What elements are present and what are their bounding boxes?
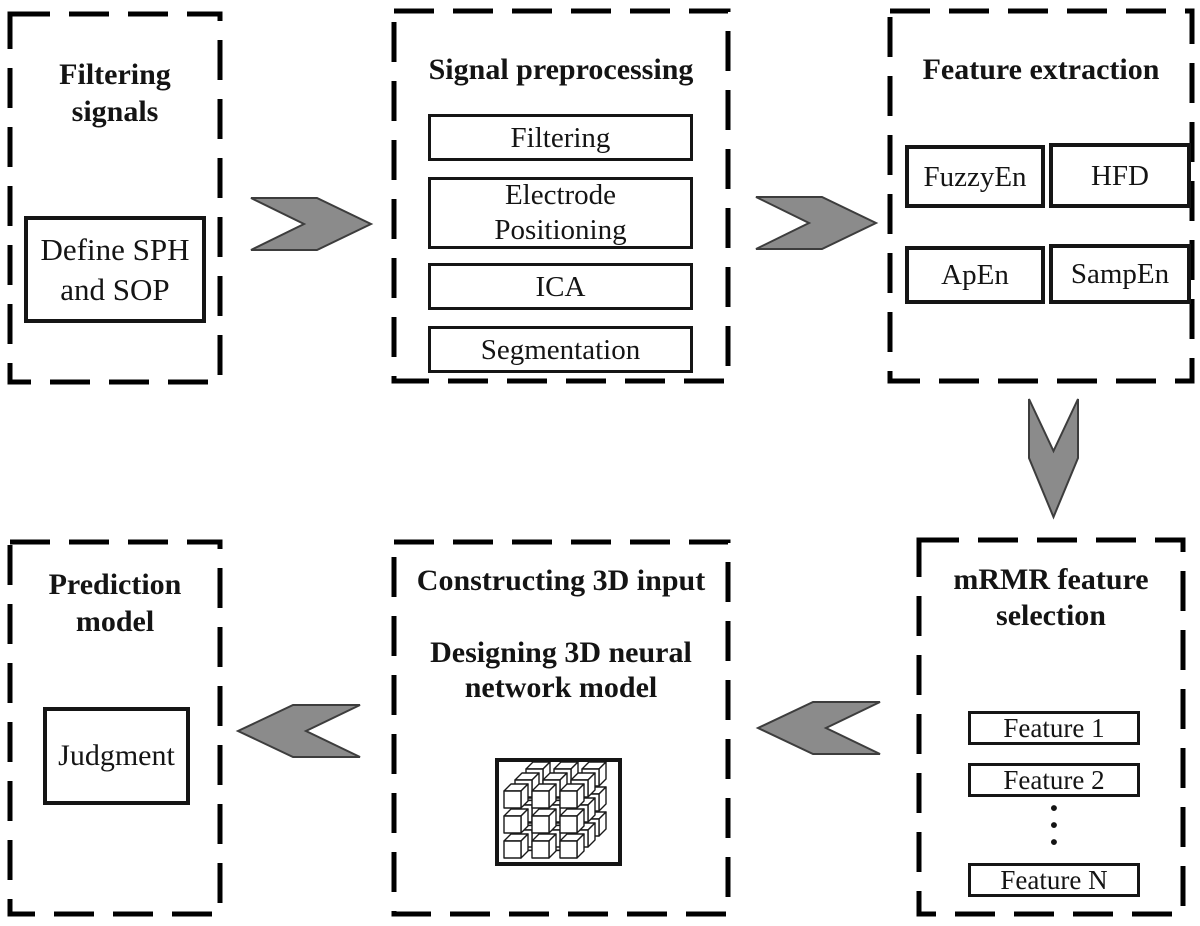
filtering-signals-title: Filtering signals [59, 58, 171, 128]
designing-3d-network-subtitle: Designing 3D neural network model [430, 636, 692, 704]
step-filtering-label: Filtering [510, 121, 611, 154]
panel-filtering-signals-border [7, 11, 223, 385]
flow-arrow-down-icon [1028, 398, 1079, 520]
feature-apen-label: ApEn [941, 259, 1009, 291]
feature-n-label: Feature N [1000, 865, 1108, 895]
flow-arrow-right-2-icon [755, 196, 879, 250]
feature-extraction-title: Feature extraction [922, 53, 1160, 86]
feature-2-label: Feature 2 [1003, 765, 1105, 795]
step-electrode-positioning-label: Electrode Positioning [494, 179, 627, 246]
panel-prediction-model-border [7, 539, 223, 917]
step-ica-box: ICA [428, 263, 693, 310]
step-filtering-box: Filtering [428, 114, 693, 161]
cube-lattice-icon [503, 761, 607, 859]
judgment-box: Judgment [43, 707, 190, 805]
mrmr-selection-title: mRMR feature selection [953, 563, 1149, 632]
define-sph-sop-box: Define SPH and SOP [24, 216, 206, 323]
feature-n-box: Feature N [968, 863, 1140, 897]
constructing-3d-input-title: Constructing 3D input [416, 564, 706, 597]
judgment-label: Judgment [58, 739, 175, 772]
flow-arrow-right-1-icon [250, 197, 374, 251]
vertical-ellipsis: ··· [1048, 789, 1060, 861]
feature-hfd-box: HFD [1049, 143, 1191, 208]
feature-fuzzyen-box: FuzzyEn [905, 145, 1045, 208]
step-segmentation-box: Segmentation [428, 326, 693, 373]
feature-2-box: Feature 2 [968, 763, 1140, 797]
signal-preprocessing-title: Signal preprocessing [428, 53, 694, 86]
feature-fuzzyen-label: FuzzyEn [923, 160, 1027, 193]
flow-arrow-left-2-icon [235, 704, 361, 758]
prediction-model-title: Prediction model [48, 568, 182, 638]
cube-lattice-frame [495, 758, 622, 866]
step-electrode-positioning-box: Electrode Positioning [428, 177, 693, 249]
panel-feature-extraction-border [887, 8, 1195, 384]
feature-hfd-label: HFD [1090, 159, 1149, 192]
flow-arrow-left-1-icon [755, 701, 881, 755]
feature-sampen-label: SampEn [1070, 258, 1170, 290]
step-ica-label: ICA [535, 270, 586, 303]
define-sph-sop-label: Define SPH and SOP [40, 231, 190, 307]
feature-apen-box: ApEn [905, 246, 1045, 304]
feature-1-label: Feature 1 [1003, 713, 1105, 743]
step-segmentation-label: Segmentation [480, 333, 641, 366]
feature-1-box: Feature 1 [968, 711, 1140, 745]
feature-sampen-box: SampEn [1049, 244, 1191, 304]
panel-mrmr-selection-border [916, 537, 1186, 917]
